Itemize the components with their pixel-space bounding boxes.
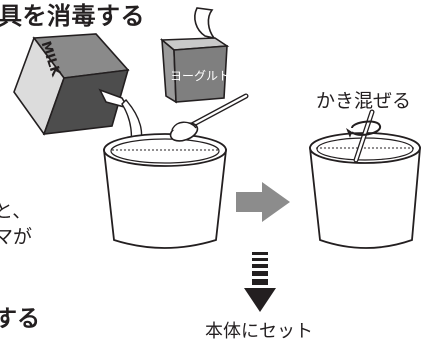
set-label: 本体にセット (205, 321, 313, 342)
next-arrow-icon (236, 182, 290, 222)
side-text-line1: と、 (0, 200, 32, 222)
section-heading: 具を消毒する (0, 2, 145, 30)
bottom-heading: する (0, 306, 40, 332)
stir-label: かき混ぜる (316, 90, 412, 112)
down-arrow-icon (244, 252, 276, 312)
container-right-icon (308, 132, 421, 249)
yogurt-label: ヨーグルト (170, 69, 230, 83)
milk-carton-icon: MILK (13, 33, 130, 136)
stir-icon (346, 109, 381, 163)
container-left-icon (102, 133, 228, 249)
yogurt-cup-icon: ヨーグルト (159, 7, 230, 104)
side-text-line2: マが (0, 226, 33, 248)
spoon-icon (169, 93, 249, 142)
